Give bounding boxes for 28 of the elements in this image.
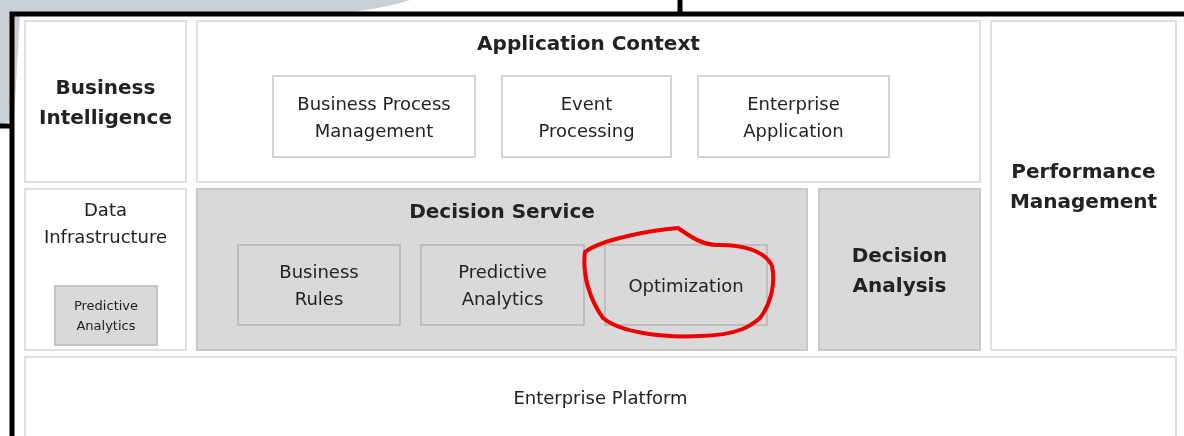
box-label: Business Intelligence [38,73,173,131]
component-box [420,244,585,326]
panel-heading: Decision Service [409,198,595,225]
category-box [24,188,187,351]
box-label: Business Process Management [296,91,452,143]
box-label: Performance Management [1008,157,1159,215]
category-box [24,20,187,183]
box-label: Predictive Analytics [457,260,548,311]
component-box [501,75,672,158]
box-label: Enterprise Platform [513,385,688,410]
box-label: Optimization [628,273,744,298]
category-box [24,356,1177,436]
category-box [990,20,1177,351]
panel-heading: Application Context [477,30,700,57]
box-label: Data Infrastructure [42,198,169,249]
box-label: Decision Analysis [850,241,949,299]
component-box [604,244,768,326]
box-label: Enterprise Application [742,91,845,143]
component-box [54,285,158,346]
container-panel [196,188,808,351]
component-box [272,75,476,158]
container-panel [196,20,981,183]
box-label: Predictive Analytics [72,297,140,335]
component-box [237,244,401,326]
component-box [697,75,890,158]
box-label: Event Processing [537,91,636,143]
box-label: Business Rules [278,260,360,311]
category-box [818,188,981,351]
